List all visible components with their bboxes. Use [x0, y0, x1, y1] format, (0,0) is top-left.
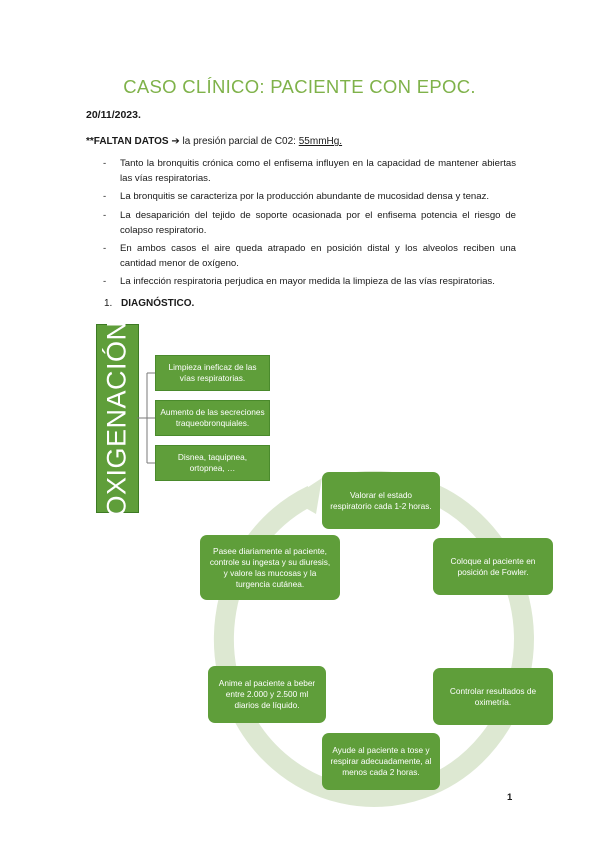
- list-item: Tanto la bronquitis crónica como el enfi…: [86, 156, 516, 186]
- cycle-step-fowler: Coloque al paciente en posición de Fowle…: [433, 538, 553, 595]
- page-number: 1: [507, 792, 513, 803]
- document-date: 20/11/2023.: [86, 109, 141, 121]
- bullet-list: Tanto la bronquitis crónica como el enfi…: [86, 156, 516, 293]
- cycle-step-oximetry: Controlar resultados de oximetría.: [433, 668, 553, 725]
- diagnosis-item: Disnea, taquipnea, ortopnea, …: [155, 445, 270, 481]
- missing-data-text: la presión parcial de C02:: [179, 136, 299, 147]
- diagnosis-item: Aumento de las secreciones traqueobronqu…: [155, 400, 270, 436]
- section-number: 1.: [104, 298, 113, 309]
- document-title: CASO CLÍNICO: PACIENTE CON EPOC.: [123, 76, 476, 97]
- list-item: En ambos casos el aire queda atrapado en…: [86, 241, 516, 271]
- missing-data-prefix: **FALTAN DATOS: [86, 136, 169, 147]
- cycle-step-assess: Valorar el estado respiratorio cada 1-2 …: [322, 472, 440, 529]
- cycle-step-cough: Ayude al paciente a tose y respirar adec…: [322, 733, 440, 790]
- list-item: La infección respiratoria perjudica en m…: [86, 274, 516, 289]
- cycle-step-fluids: Anime al paciente a beber entre 2.000 y …: [208, 666, 326, 723]
- diagnosis-item: Limpieza ineficaz de las vías respirator…: [155, 355, 270, 391]
- missing-data-value: 55mmHg.: [298, 136, 343, 147]
- arrow-icon: ➔: [171, 136, 180, 147]
- section-heading: 1. DIAGNÓSTICO.: [104, 298, 194, 309]
- category-box: OXIGENACIÓN: [96, 320, 139, 517]
- list-item: La bronquitis se caracteriza por la prod…: [86, 189, 516, 204]
- list-item: La desaparición del tejido de soporte oc…: [86, 208, 516, 238]
- cycle-step-walk: Pasee diariamente al paciente, controle …: [200, 535, 340, 600]
- section-title: DIAGNÓSTICO.: [121, 298, 195, 309]
- missing-data-note: **FALTAN DATOS ➔ la presión parcial de C…: [86, 136, 342, 147]
